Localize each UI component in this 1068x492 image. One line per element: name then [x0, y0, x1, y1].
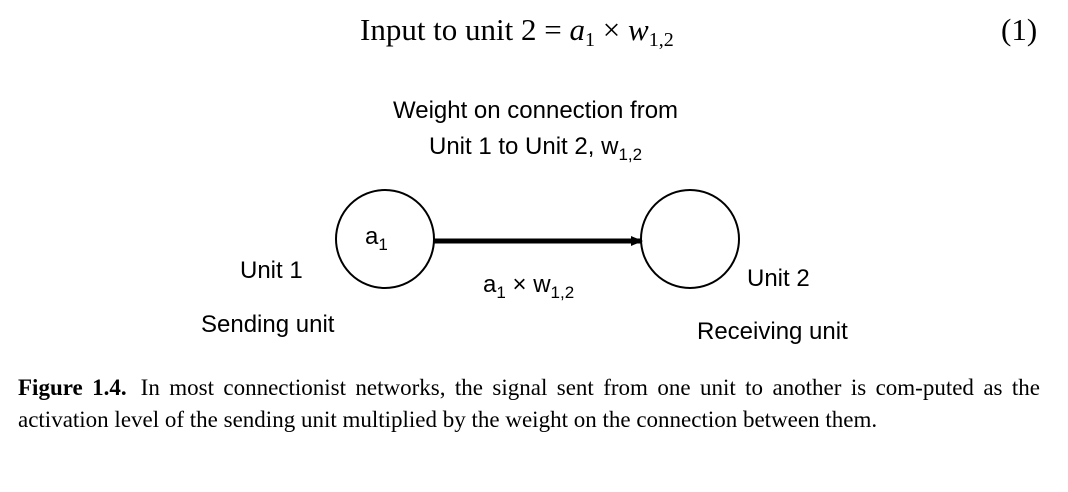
figure-label: Figure 1.4. — [18, 375, 127, 400]
weight-label-line2: Unit 1 to Unit 2, w1,2 — [429, 132, 643, 164]
unit1-activation-a: a — [365, 223, 379, 250]
signal-w: w — [533, 271, 551, 298]
unit1-activation: a1 — [365, 222, 388, 254]
equation-lhs: Input to unit 2 — [360, 12, 537, 47]
unit1-label: Unit 1 — [240, 257, 303, 284]
weight-label-text: Unit 1 to Unit 2, — [429, 133, 595, 160]
equation-times: × — [602, 12, 621, 47]
signal-a: a — [483, 271, 497, 298]
caption-text: In most connectionist networks, the sign… — [18, 375, 1040, 432]
weight-label-w: w — [601, 133, 619, 160]
figure-caption: Figure 1.4.In most connectionist network… — [18, 372, 1040, 436]
equation-w: w — [628, 12, 649, 47]
equation-number: (1) — [1001, 12, 1038, 47]
signal-a-subscript: 1 — [496, 283, 506, 302]
equation-equals: = — [544, 12, 562, 47]
equation-a-subscript: 1 — [585, 29, 596, 51]
signal-times: × — [512, 271, 527, 298]
sending-unit-label: Sending unit — [201, 311, 335, 338]
equation: Input to unit 2 = a1 × w1,2 — [360, 10, 674, 50]
signal-w-subscript: 1,2 — [550, 283, 575, 302]
weight-label-subscript: 1,2 — [618, 145, 643, 164]
unit1-activation-subscript: 1 — [378, 235, 388, 254]
weight-label-line1: Weight on connection from — [393, 97, 679, 124]
unit2-node — [640, 189, 740, 289]
equation-a: a — [569, 12, 586, 47]
equation-w-subscript: 1,2 — [648, 29, 674, 51]
signal-label: a1 × w1,2 — [483, 270, 575, 302]
unit2-label: Unit 2 — [747, 265, 810, 292]
receiving-unit-label: Receiving unit — [697, 318, 848, 345]
